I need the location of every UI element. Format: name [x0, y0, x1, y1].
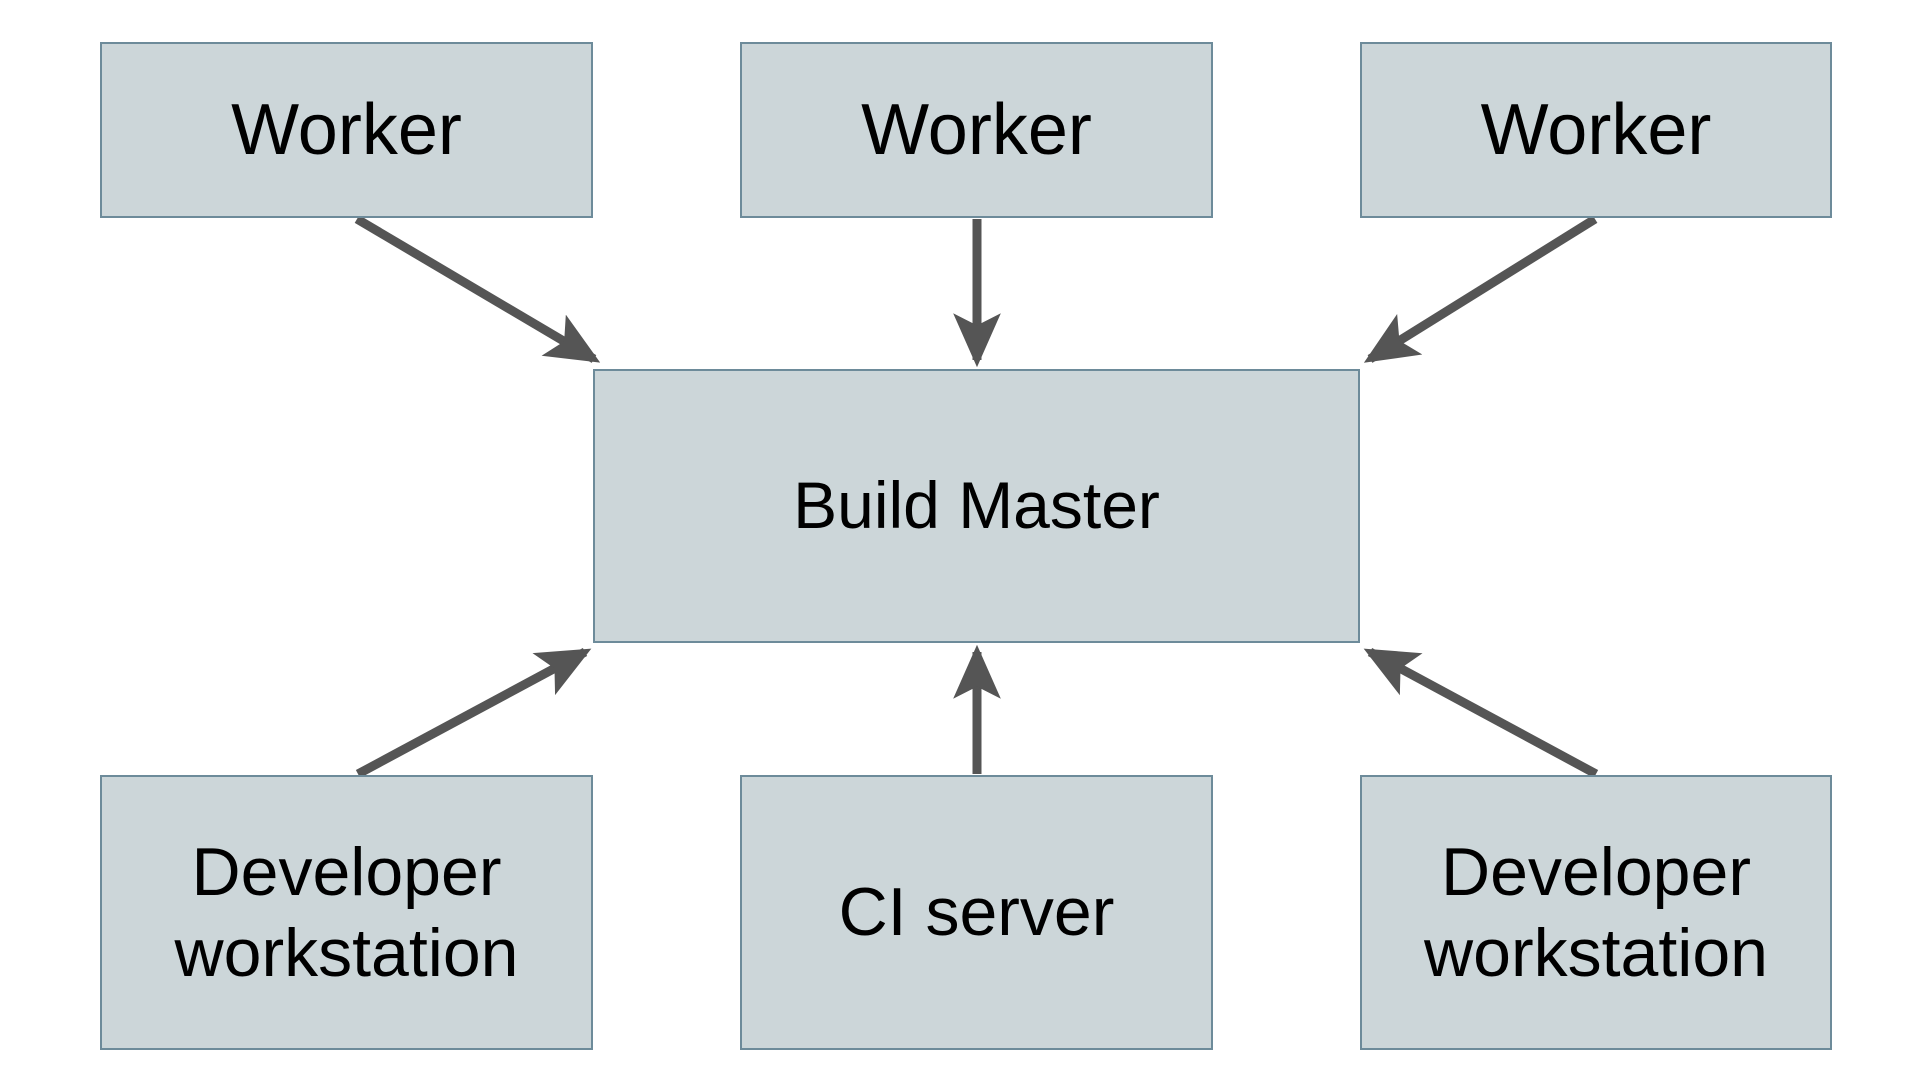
node-worker-1-label: Worker [231, 89, 462, 170]
node-build-master[interactable]: Build Master [593, 369, 1360, 643]
node-ci-server-label: CI server [838, 874, 1115, 951]
node-worker-3-label: Worker [1480, 89, 1712, 170]
node-developer-workstation-left[interactable]: Developer workstation [100, 775, 593, 1050]
edge-worker-3-to-build-master [1363, 215, 1598, 363]
node-worker-2[interactable]: Worker [740, 42, 1213, 218]
edge-dev-right-to-build-master [1363, 648, 1599, 778]
node-build-master-label: Build Master [793, 468, 1160, 543]
node-developer-workstation-right[interactable]: Developer workstation [1360, 775, 1832, 1050]
edge-dev-left-to-build-master [355, 648, 592, 778]
node-ci-server[interactable]: CI server [740, 775, 1213, 1050]
node-developer-workstation-right-label: Developer workstation [1424, 834, 1768, 991]
edge-worker-1-to-build-master [354, 215, 601, 363]
node-worker-2-label: Worker [861, 89, 1092, 170]
node-worker-1[interactable]: Worker [100, 42, 593, 218]
node-worker-3[interactable]: Worker [1360, 42, 1832, 218]
node-developer-workstation-left-label: Developer workstation [174, 834, 519, 991]
